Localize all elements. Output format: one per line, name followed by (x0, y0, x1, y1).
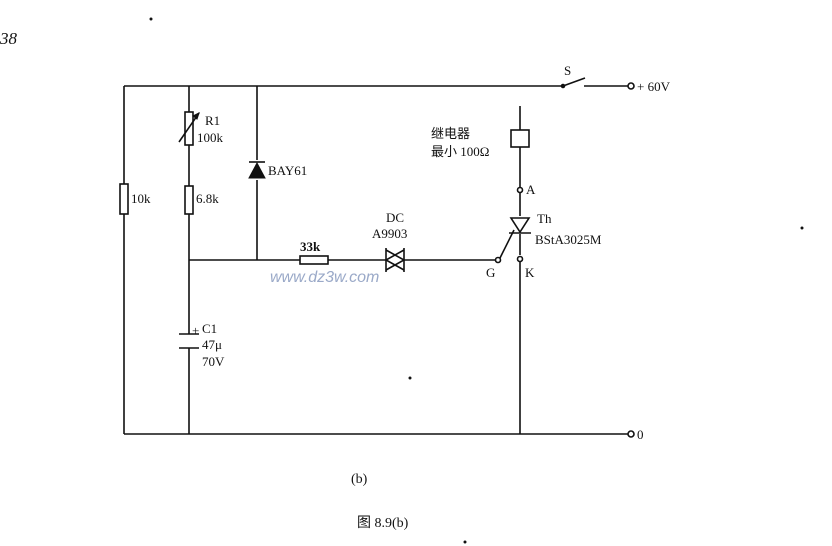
r1-value-label: 100k (197, 130, 224, 145)
switch-label: S (564, 63, 571, 78)
gate-lead-wire (499, 229, 515, 259)
speck (149, 17, 153, 21)
thyristor-name-label: Th (537, 211, 552, 226)
gate-label: G (486, 265, 495, 280)
speck (408, 376, 412, 380)
speck (463, 540, 467, 544)
r1-name-label: R1 (205, 113, 220, 128)
speck (800, 226, 804, 230)
ground-terminal (627, 430, 635, 438)
capacitor-name-label: C1 (202, 321, 217, 336)
resistor-6k8-label: 6.8k (196, 191, 219, 206)
capacitor-voltage-label: 70V (202, 354, 225, 369)
relay-label-line2: 最小 100Ω (431, 144, 489, 159)
supply-terminal (627, 82, 635, 90)
resistor-33k-label: 33k (300, 239, 321, 254)
diode-label: BAY61 (268, 163, 307, 178)
cathode-node (516, 255, 524, 263)
page-number-fragment: 38 (0, 29, 18, 48)
anode-label: A (526, 182, 536, 197)
relay-coil (510, 129, 530, 148)
thyristor-part-label: BStA3025M (535, 232, 602, 247)
switch-blade (562, 77, 586, 87)
resistor-10k-label: 10k (131, 191, 151, 206)
subcaption: (b) (351, 472, 368, 487)
diac-name-label: DC (386, 210, 404, 225)
anode-node (516, 186, 524, 194)
resistor-33k (299, 255, 329, 265)
thyristor-th (509, 217, 531, 234)
resistor-6k8 (184, 185, 194, 215)
diode-bay61 (248, 161, 266, 179)
watermark: www.dz3w.com (270, 269, 379, 286)
potentiometer-arrowhead (192, 112, 200, 120)
ground-label: 0 (637, 427, 644, 442)
diac-part-label: A9903 (372, 226, 407, 241)
relay-label-line1: 继电器 (431, 126, 470, 141)
supply-label: + 60V (637, 79, 671, 94)
diac-triangles (384, 249, 406, 271)
cathode-label: K (525, 265, 535, 280)
capacitor-value-label: 47μ (202, 337, 222, 352)
resistor-10k (119, 183, 129, 215)
capacitor-plus: + (192, 323, 199, 338)
figure-caption: 图 8.9(b) (357, 516, 409, 531)
gate-node (494, 256, 502, 264)
